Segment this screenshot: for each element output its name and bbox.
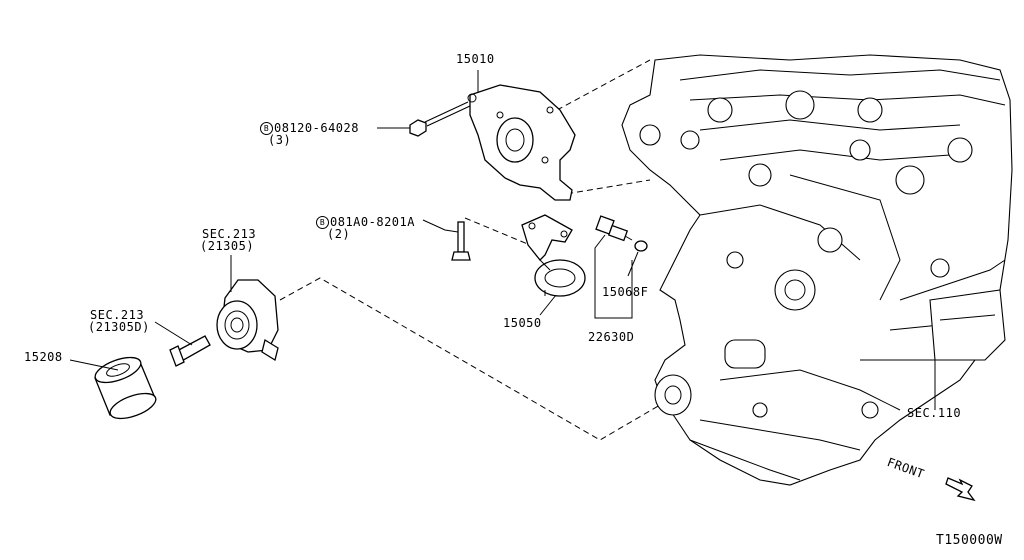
label-sec110: SEC.110	[907, 406, 962, 420]
bolt-b-part: 081A0-8201A	[330, 215, 415, 229]
oil-filter	[69, 356, 157, 420]
oil-cooler	[216, 255, 279, 362]
arrow-down-right-icon	[945, 477, 976, 502]
cooler-connector	[154, 321, 211, 367]
engine-block	[621, 54, 1013, 486]
hex-bolt-icon	[377, 101, 471, 137]
seal-ring	[627, 240, 648, 277]
label-sec213-a-sub: (21305)	[200, 239, 255, 253]
label-bolt-a-qty: (3)	[268, 133, 292, 147]
oil-strainer	[521, 214, 586, 297]
badge-b-icon: B	[260, 122, 273, 135]
label-seal-ring: 15068F	[602, 285, 649, 299]
label-oil-pump: 15010	[456, 52, 495, 66]
label-sec213-b-sub: (21305D)	[88, 320, 150, 334]
label-sec213-b: SEC.213	[90, 308, 145, 322]
leader-lines	[279, 59, 661, 441]
oil-pump	[467, 84, 576, 201]
badge-b-icon: B	[316, 216, 329, 229]
label-sec213-a: SEC.213	[202, 227, 257, 241]
label-oil-filter: 15208	[24, 350, 63, 364]
oil-pressure-sensor	[594, 215, 633, 319]
bolt-a-part: 08120-64028	[274, 121, 359, 135]
label-strainer: 15050	[503, 316, 542, 330]
label-bolt-b-qty: (2)	[327, 227, 351, 241]
drawing-number: T150000W	[936, 533, 1003, 548]
strainer-leader	[539, 294, 557, 316]
hex-bolt-icon	[422, 219, 471, 261]
label-sensor: 22630D	[588, 330, 635, 344]
